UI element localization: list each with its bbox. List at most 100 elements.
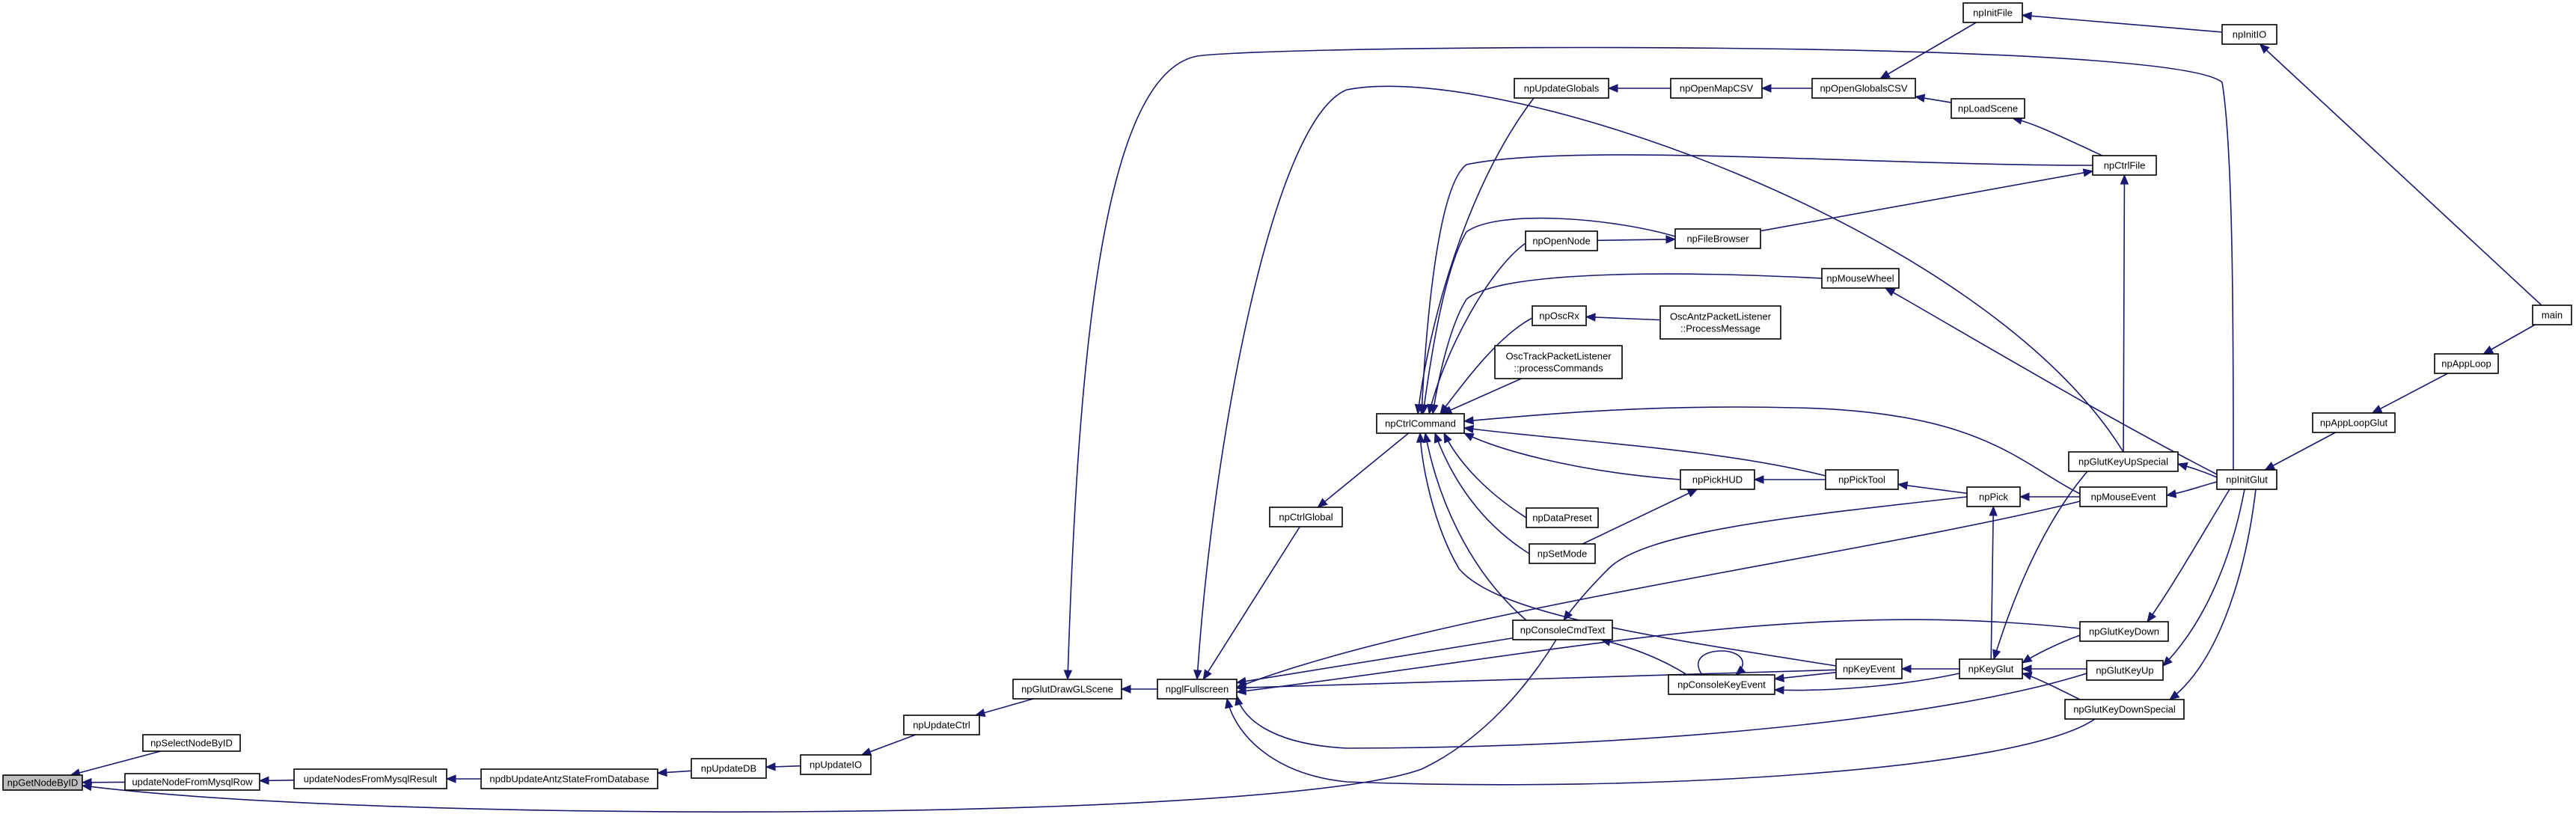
node-label: npInitGlut [2226,474,2268,486]
edge-arrowhead [1422,432,1431,444]
node-npglFullscreen[interactable]: npglFullscreen [1157,679,1237,700]
node-npLoadScene[interactable]: npLoadScene [1951,98,2025,119]
edge-line [2123,174,2126,453]
edge-npInitFile-to-npOpenGlobalsCSV [1879,22,1977,79]
node-npPickHUD[interactable]: npPickHUD [1680,469,1755,490]
node-npConsoleKeyEvent[interactable]: npConsoleKeyEvent [1668,674,1775,695]
edge-npOpenMapCSV-to-npUpdateGlobals [1607,84,1671,93]
node-npKeyEvent[interactable]: npKeyEvent [1835,658,1903,679]
node-npAppLoopGlut[interactable]: npAppLoopGlut [2312,412,2396,433]
node-npOscRx[interactable]: npOscRx [1532,305,1587,326]
edge-arrowhead [1914,94,1926,103]
node-label: main [2542,310,2563,321]
node-npUpdateCtrl[interactable]: npUpdateCtrl [903,715,980,735]
node-npCtrlFile[interactable]: npCtrlFile [2092,155,2157,176]
node-npGlutKeyDownSpecial[interactable]: npGlutKeyDownSpecial [2064,699,2185,720]
edge-npMouseWheel-to-npCtrlCommand [1430,273,1823,415]
edge-arrowhead [1989,505,1998,516]
node-npOpenNode[interactable]: npOpenNode [1525,230,1598,251]
node-npOpenGlobalsCSV[interactable]: npOpenGlobalsCSV [1811,78,1916,99]
node-label: OscAntzPacketListener [1670,311,1772,322]
node-npGlutDrawGLScene[interactable]: npGlutDrawGLScene [1012,679,1122,700]
edge-arrowhead [2165,489,2177,498]
node-updateNodeFromMysqlRow[interactable]: updateNodeFromMysqlRow [124,773,260,791]
node-box [1680,469,1755,490]
edge-line [1419,432,1837,667]
node-label: npSetMode [1538,548,1588,560]
edge-npLoadScene-to-npOpenGlobalsCSV [1914,94,1952,103]
edge-npPickTool-to-npPickHUD [1753,475,1826,484]
edge-line [1774,673,1960,691]
edge-arrowhead [1773,685,1784,695]
node-npMouseEvent[interactable]: npMouseEvent [2079,486,2167,507]
edge-arrowhead [765,762,776,771]
node-box [1376,413,1465,434]
node-npInitIO[interactable]: npInitIO [2221,24,2277,45]
node-box [2092,155,2157,176]
edge-arrowhead [1463,432,1475,441]
node-npMouseWheel[interactable]: npMouseWheel [1821,268,1900,289]
node-npPickTool[interactable]: npPickTool [1825,469,1899,490]
edge-npSetMode-to-npCtrlCommand [1434,432,1530,554]
node-label: npOpenNode [1532,236,1590,247]
edge-arrowhead [1992,649,2001,661]
edge-line [82,639,1557,813]
node-npGlutKeyUpSpecial[interactable]: npGlutKeyUpSpecial [2068,451,2179,472]
node-npGlutKeyDown[interactable]: npGlutKeyDown [2079,621,2169,642]
node-label: npGlutKeyUpSpecial [2078,456,2168,468]
node-npInitFile[interactable]: npInitFile [1962,2,2023,23]
node-npdbUpdateAntzStateFromDatabase[interactable]: npdbUpdateAntzStateFromDatabase [480,768,658,789]
node-npInitGlut[interactable]: npInitGlut [2216,469,2277,490]
edge-line [1226,698,2096,786]
node-npOpenMapCSV[interactable]: npOpenMapCSV [1670,78,1763,99]
node-npFileBrowser[interactable]: npFileBrowser [1674,228,1761,249]
node-box [1269,507,1343,527]
node-box [1512,620,1613,640]
edge-npOpenNode-to-npCtrlCommand [1427,242,1526,415]
node-box [1525,230,1598,251]
node-box [1532,305,1587,326]
edge-npGlutKeyDown-to-npKeyGlut [2021,634,2081,664]
edge-line [1774,671,1837,680]
node-npSetMode[interactable]: npSetMode [1529,543,1596,564]
edge-npDataPreset-to-npCtrlCommand [1443,432,1527,518]
edge-line [1879,22,1977,79]
node-box [2086,660,2164,681]
node-npConsoleCmdText[interactable]: npConsoleCmdText [1512,620,1613,640]
node-box [1157,679,1237,700]
node-npUpdateIO[interactable]: npUpdateIO [800,754,872,775]
edge-arrowhead [1463,416,1474,425]
edge-line [2259,43,2542,306]
node-npCtrlGlobal[interactable]: npCtrlGlobal [1269,507,1343,527]
edge-line [1440,317,1533,414]
edge-npSelectNodeByID-to-npGetNodeByID [70,750,161,777]
node-label: npCtrlFile [2104,160,2146,171]
node-OscAntzPacketListener[interactable]: OscAntzPacketListener::ProcessMessage [1659,305,1781,340]
node-npGetNodeByID[interactable]: npGetNodeByID [2,774,83,791]
edge-line [1463,427,1826,477]
edge-npGlutKeyDownSpecial-to-npglFullscreen [1225,697,2096,786]
node-npAppLoop[interactable]: npAppLoop [2434,353,2499,374]
edge-arrowhead [1419,403,1429,415]
node-npCtrlCommand[interactable]: npCtrlCommand [1376,413,1465,434]
node-npGlutKeyUp[interactable]: npGlutKeyUp [2086,660,2164,681]
edge-line [1202,526,1300,680]
edge-arrowhead [2021,672,2033,681]
edge-arrowhead [974,709,986,718]
node-label: updateNodesFromMysqlResult [304,774,438,785]
node-npSelectNodeByID[interactable]: npSelectNodeByID [142,734,241,752]
node-updateNodesFromMysqlResult[interactable]: updateNodesFromMysqlResult [293,768,447,789]
node-npKeyGlut[interactable]: npKeyGlut [1959,658,2023,679]
edge-npCtrlGlobal-to-npglFullscreen [1202,526,1300,681]
node-npPick[interactable]: npPick [1966,486,2021,507]
node-npUpdateDB[interactable]: npUpdateDB [691,758,767,779]
edge-arrowhead [1686,489,1698,498]
edge-arrowhead [81,782,93,792]
edge-arrowhead [2371,405,2383,414]
node-npDataPreset[interactable]: npDataPreset [1526,507,1599,528]
node-npUpdateGlobals[interactable]: npUpdateGlobals [1514,78,1609,99]
edge-npInitGlut-to-npGlutKeyDownSpecial [2168,489,2257,700]
node-main[interactable]: main [2532,305,2572,325]
node-box [1526,507,1599,528]
node-OscTrackPacketListener[interactable]: OscTrackPacketListener::processCommands [1494,345,1623,379]
